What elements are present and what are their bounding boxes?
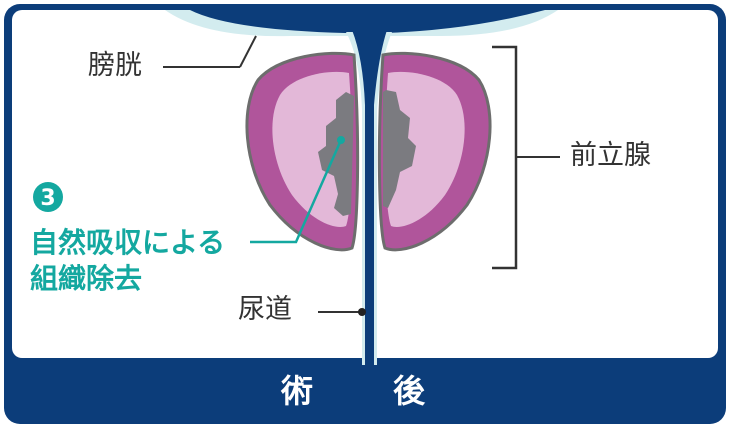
prostate-left-inner <box>272 71 352 227</box>
prostate-label: 前立腺 <box>570 140 651 171</box>
footer-title: 術 後 <box>280 372 449 410</box>
bladder-label: 膀胱 <box>88 50 142 81</box>
right-resorbed-cavity <box>383 90 416 208</box>
step-number: 3 <box>40 186 55 211</box>
callout-leader-line <box>250 139 343 244</box>
prostate-right-inner <box>385 71 465 227</box>
step-number-badge <box>33 182 63 212</box>
urethra-pointer-dot <box>358 308 366 316</box>
callout-pointer-dot <box>337 136 345 144</box>
urethra-label: 尿道 <box>238 294 292 325</box>
bladder-shape <box>190 10 545 33</box>
urethra-channel <box>352 30 387 365</box>
callout-line-2: 組織除去 <box>30 262 143 295</box>
callout-line-1: 自然吸収による <box>30 226 226 259</box>
bladder-leader-diag <box>239 35 257 68</box>
